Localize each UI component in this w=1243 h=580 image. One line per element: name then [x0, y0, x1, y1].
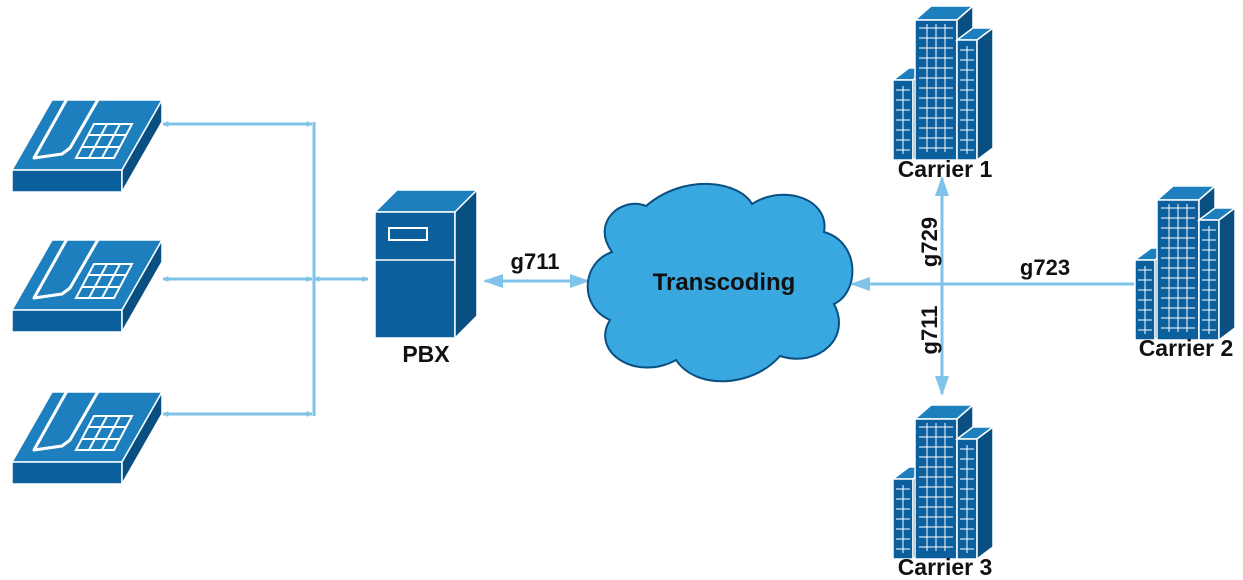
pbx-label: PBX — [402, 341, 450, 367]
cloud-icon — [586, 183, 854, 383]
carrier3-codec-label: g711 — [917, 306, 942, 355]
carrier-1-label: Carrier 1 — [898, 156, 993, 182]
carrier-2-building-icon — [1134, 185, 1236, 341]
phone-1-icon — [10, 88, 164, 194]
pbx-cloud-codec-label: g711 — [511, 249, 560, 274]
carrier1-codec-label: g729 — [917, 217, 942, 267]
carrier-1-building-icon — [892, 5, 994, 161]
phone-links — [162, 121, 369, 417]
carrier-3-building-icon — [892, 404, 994, 560]
carrier2-codec-label: g723 — [1020, 255, 1070, 280]
cloud-label: Transcoding — [653, 269, 796, 296]
phone-2-icon — [10, 228, 164, 334]
carrier-3-label: Carrier 3 — [898, 554, 993, 580]
phone-3-icon — [10, 380, 164, 486]
carrier-2-label: Carrier 2 — [1139, 335, 1234, 361]
pbx-server-icon — [373, 188, 479, 340]
